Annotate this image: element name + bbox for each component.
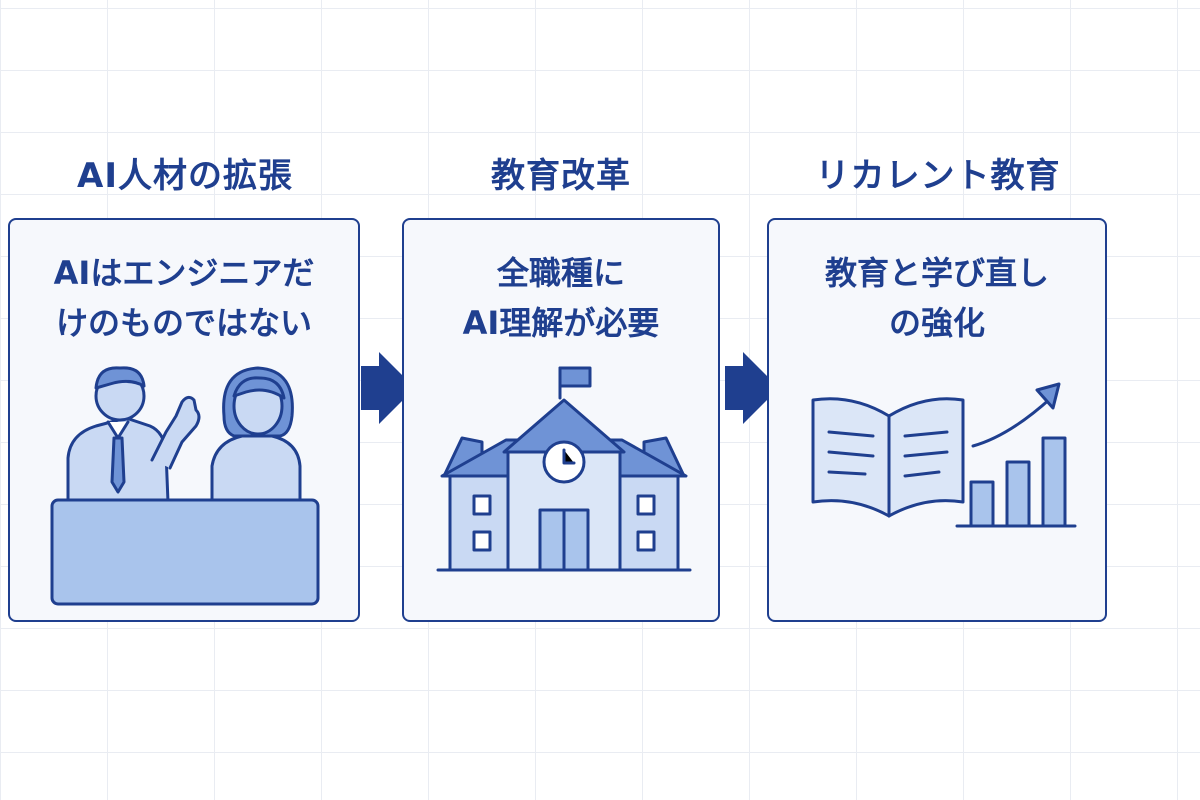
card-education-reform: 全職種に AI理解が必要 — [402, 218, 720, 622]
business-people-at-desk-icon — [50, 366, 320, 606]
arrow-right-icon — [361, 352, 415, 424]
school-building-icon — [436, 366, 692, 572]
card-line: の強化 — [888, 304, 985, 342]
card-recurrent-education-text: 教育と学び直し の強化 — [769, 248, 1105, 348]
card-line: 教育と学び直し — [824, 254, 1049, 292]
card-ai-talent-text: AIはエンジニアだ けのものではない — [10, 248, 358, 348]
heading-ai-talent: AI人材の拡張 — [77, 156, 293, 196]
card-ai-talent: AIはエンジニアだ けのものではない — [8, 218, 360, 622]
heading-education-reform: 教育改革 — [491, 156, 631, 196]
card-education-reform-text: 全職種に AI理解が必要 — [404, 248, 718, 348]
heading-recurrent-education: リカレント教育 — [815, 156, 1061, 196]
card-recurrent-education: 教育と学び直し の強化 — [767, 218, 1107, 622]
book-and-growth-chart-icon — [811, 382, 1077, 528]
card-line: AI理解が必要 — [462, 304, 660, 342]
card-line: けのものではない — [55, 304, 312, 342]
card-line: 全職種に — [496, 254, 625, 292]
arrow-right-icon — [725, 352, 779, 424]
card-line: AIはエンジニアだ — [53, 254, 315, 292]
